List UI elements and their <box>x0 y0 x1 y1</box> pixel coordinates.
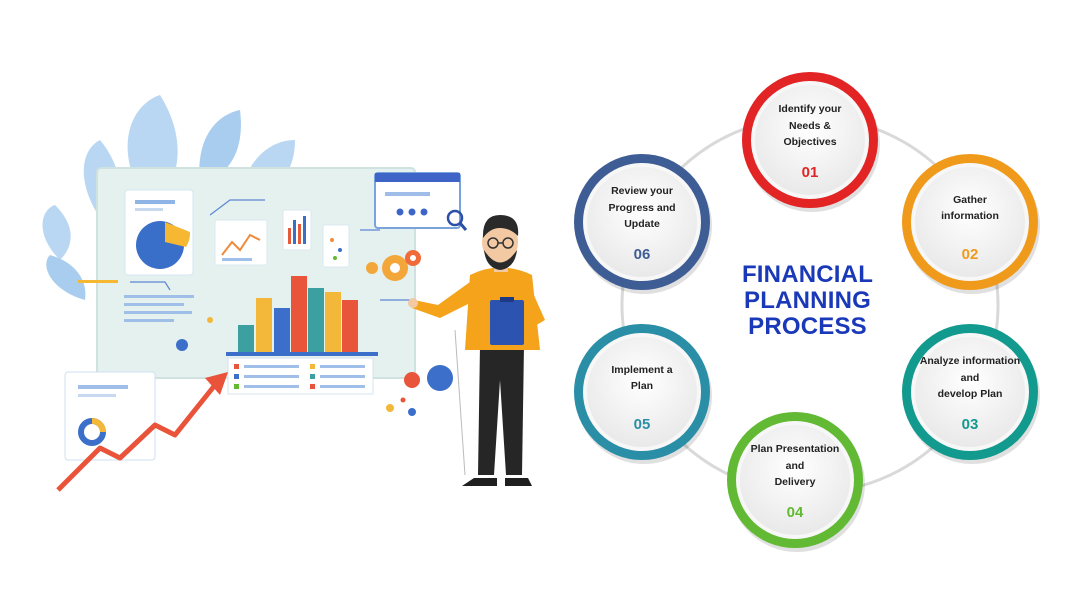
step-face <box>587 337 697 447</box>
step-number: 04 <box>786 504 804 521</box>
presenter-figure <box>408 215 545 486</box>
step-label-line: Objectives <box>783 136 837 149</box>
step-label-line: develop Plan <box>937 388 1003 401</box>
search-window-card <box>374 172 468 231</box>
mini-bars-card <box>282 209 312 251</box>
step-label: Gather information <box>910 192 1030 225</box>
step-label: Implement a Plan <box>582 362 702 395</box>
legend-table <box>227 357 374 395</box>
dashboard-illustration <box>42 95 468 492</box>
step-face <box>915 337 1025 447</box>
cycle-connector-arrow <box>672 120 762 177</box>
process-step-01 <box>742 72 880 212</box>
step-label-line: Plan Presentation <box>750 443 840 456</box>
process-step-02 <box>902 154 1040 294</box>
decorative-dots <box>176 317 453 416</box>
bar-chart <box>226 276 378 356</box>
step-label-line: Plan <box>630 380 654 392</box>
growth-arrow <box>56 372 228 492</box>
step-label-line: Gather <box>953 193 987 206</box>
step-number: 02 <box>961 246 979 263</box>
process-cycle <box>574 72 1040 552</box>
title-line-1: FINANCIAL <box>741 261 874 288</box>
step-label-line: Update <box>624 218 660 231</box>
step-label-line: Review your <box>611 185 673 198</box>
process-step-05 <box>574 324 712 464</box>
scatter-card <box>322 224 350 268</box>
step-face <box>755 85 865 195</box>
step-label-line: Progress and <box>608 201 676 214</box>
donut-card <box>64 371 156 461</box>
step-label-line: Identify your <box>778 103 842 116</box>
title-line-2: PLANNING <box>744 287 871 314</box>
process-step-04 <box>727 412 865 552</box>
step-label-line: and <box>960 371 980 384</box>
step-number: 05 <box>633 416 651 433</box>
step-number: 03 <box>961 416 979 433</box>
step-number: 06 <box>633 246 651 263</box>
diagram-title: FINANCIAL PLANNING PROCESS <box>690 262 925 340</box>
step-label-line: Analyze information <box>919 355 1021 368</box>
gear-icon <box>366 250 421 281</box>
step-face <box>740 425 850 535</box>
step-face <box>915 167 1025 277</box>
step-label-line: Delivery <box>774 476 816 489</box>
line-chart-card <box>214 219 268 266</box>
step-face <box>587 167 697 277</box>
board-connectors <box>130 199 410 301</box>
step-label-line: information <box>941 210 999 222</box>
step-label-line: Needs & <box>788 119 831 132</box>
step-label: Analyze information and develop Plan <box>910 353 1030 403</box>
step-number: 01 <box>801 164 819 181</box>
process-step-03 <box>902 324 1040 464</box>
step-label-line: Implement a <box>611 363 673 376</box>
process-step-06 <box>574 154 712 294</box>
board-text-lines <box>78 280 194 322</box>
step-label-line: and <box>785 459 805 472</box>
title-line-3: PROCESS <box>748 313 867 340</box>
pie-chart-card <box>124 189 194 276</box>
